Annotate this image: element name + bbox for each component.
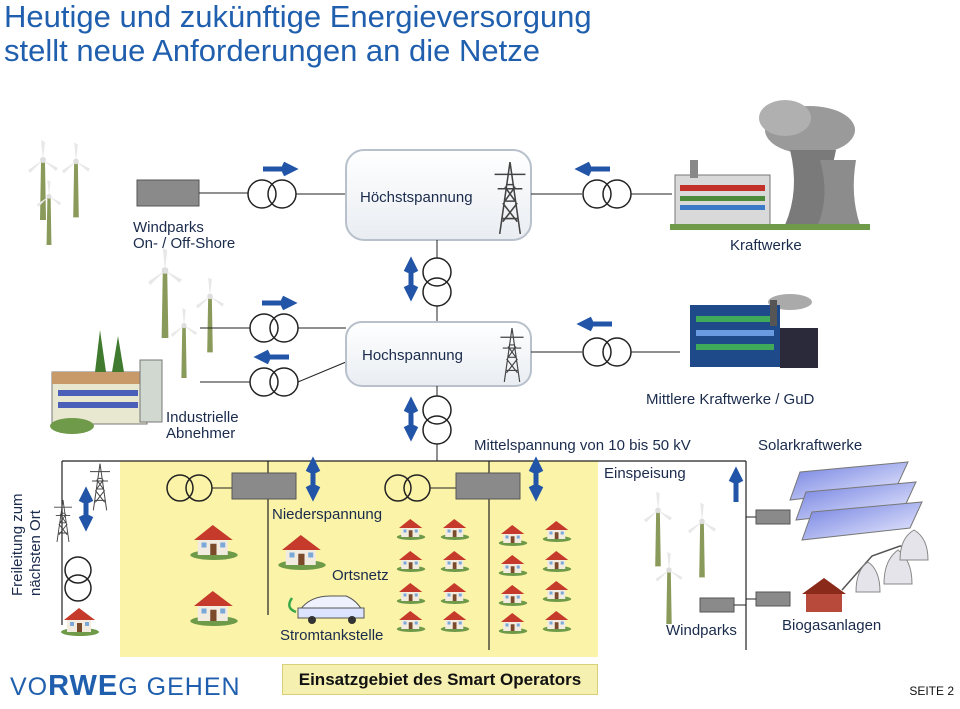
- solar-panels-icon: [789, 461, 923, 541]
- title-line-1: Heutige und zukünftige Energieversorgung: [4, 0, 592, 34]
- substation-box-windparks: [699, 597, 735, 613]
- vorweg-gehen-logo: VORWEG GEHEN: [10, 670, 241, 703]
- wind-turbines-middle: [148, 248, 224, 378]
- industry-building-icon: [50, 330, 163, 434]
- transformer-mid-left-2: [249, 367, 299, 397]
- page-title: Heutige und zukünftige Energieversorgung…: [4, 0, 592, 68]
- transformer-vertical-1: [422, 257, 452, 307]
- substation-box-top: [136, 179, 200, 207]
- logo-rwe: RWE: [48, 670, 119, 702]
- biogas-label: Biogasanlagen: [782, 617, 881, 634]
- solarkraftwerke-label: Solarkraftwerke: [758, 437, 862, 454]
- freileitung-label-1: Freileitung zum: [9, 493, 26, 596]
- power-plant-icon: [670, 100, 870, 230]
- page-number: SEITE 2: [909, 684, 954, 698]
- arrow-vertical-nieder-1: [305, 456, 321, 502]
- transformer-vertical-2: [422, 395, 452, 445]
- kraftwerke-label: Kraftwerke: [730, 237, 802, 254]
- arrow-vertical-nieder-2: [528, 456, 544, 502]
- arrow-einspeisung: [728, 466, 744, 502]
- windparks-top-label-1: Windparks: [133, 219, 204, 236]
- hoch-label: Hochspannung: [362, 347, 463, 364]
- substation-box-solar: [755, 509, 791, 525]
- biogas-plant-icon: [802, 529, 929, 612]
- freileitung-label-2: nächsten Ort: [27, 509, 44, 596]
- windparks-top-label-2: On- / Off-Shore: [133, 235, 235, 252]
- wind-turbines-top: [28, 140, 90, 245]
- title-line-2: stellt neue Anforderungen an die Netze: [4, 33, 540, 68]
- transformer-top-right: [582, 179, 632, 209]
- arrow-right-mid: [262, 295, 298, 311]
- electric-car-icon: [288, 595, 365, 624]
- einspeisung-label: Einspeisung: [604, 465, 686, 482]
- ortsnetz-label: Ortsnetz: [332, 567, 389, 584]
- transformer-mid-left-1: [249, 313, 299, 343]
- stromtankstelle-label: Stromtankstelle: [280, 627, 383, 644]
- industrie-label-2: Abnehmer: [166, 425, 235, 442]
- industrie-label-1: Industrielle: [166, 409, 239, 426]
- transformer-mid-right: [582, 337, 632, 367]
- arrow-left-top: [574, 161, 610, 177]
- mittlere-kraftwerke-label: Mittlere Kraftwerke / GuD: [646, 391, 815, 408]
- arrow-vertical-freileitung: [78, 486, 94, 532]
- arrow-right-top: [263, 161, 299, 177]
- logo-gehen: G GEHEN: [118, 673, 241, 701]
- hoechst-label: Höchstspannung: [360, 189, 473, 206]
- logo-vo: VO: [10, 673, 49, 701]
- substation-box-nieder-2: [455, 472, 521, 500]
- arrow-vertical-2: [403, 396, 419, 442]
- transformer-freileitung: [64, 556, 92, 602]
- niederspannung-label: Niederspannung: [272, 506, 382, 523]
- arrow-left-mid: [253, 349, 289, 365]
- node-hoechstspannung: [345, 149, 532, 241]
- substation-box-nieder-1: [231, 472, 297, 500]
- smart-operator-banner: Einsatzgebiet des Smart Operators: [282, 664, 598, 695]
- substation-box-biogas: [755, 591, 791, 607]
- arrow-left-mid-right: [576, 316, 612, 332]
- medium-power-plant-icon: [690, 294, 818, 368]
- mittelspannung-label: Mittelspannung von 10 bis 50 kV: [474, 437, 691, 454]
- windparks-bottom-label: Windparks: [666, 622, 737, 639]
- arrow-vertical-1: [403, 256, 419, 302]
- node-hochspannung: [345, 321, 532, 387]
- transformer-top-left: [247, 179, 297, 209]
